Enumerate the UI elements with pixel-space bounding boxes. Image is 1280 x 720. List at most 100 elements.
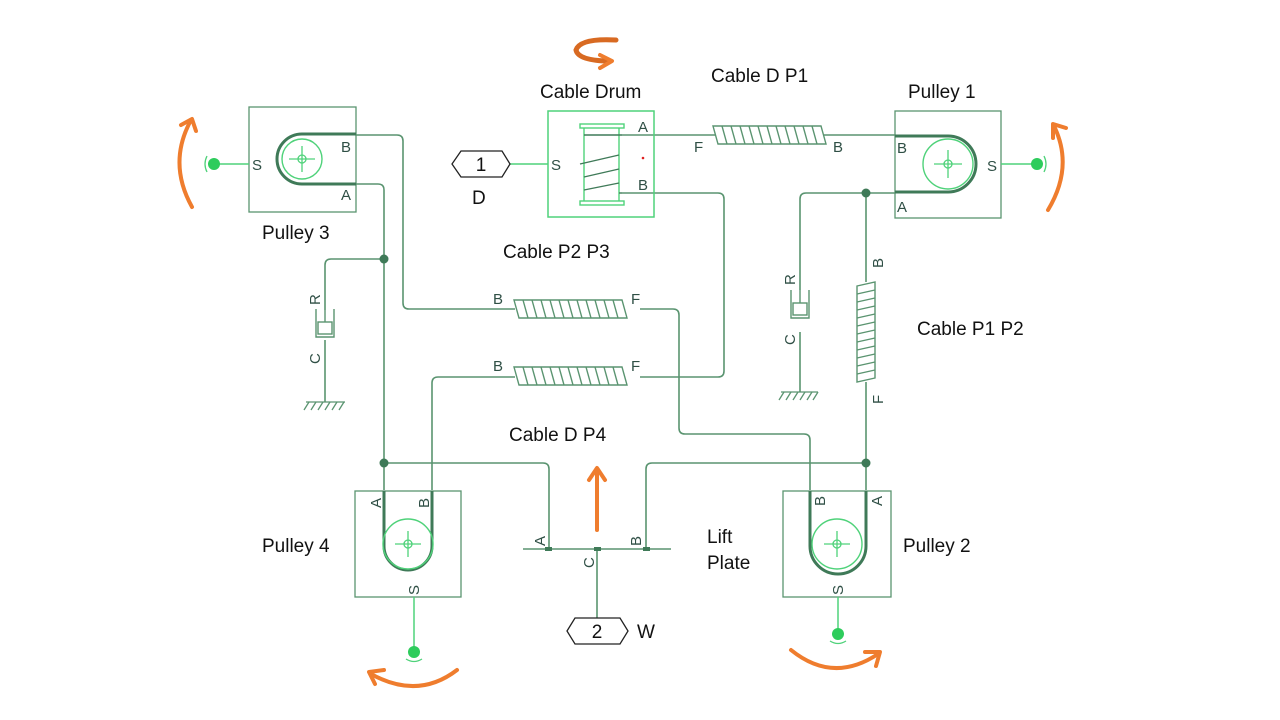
junction-dot xyxy=(861,188,871,198)
drum-winding-icon xyxy=(579,134,622,194)
rotation-hint-icon xyxy=(829,640,847,645)
port-label-s: S xyxy=(551,157,561,174)
port-label-b: B xyxy=(638,177,648,194)
port-hexagon[interactable] xyxy=(566,617,629,645)
pulley3-frame[interactable] xyxy=(248,106,357,213)
pulley4-label: Pulley 4 xyxy=(262,536,330,557)
wire-pulley2-a-to-lift-plate-b xyxy=(645,462,866,549)
junction-dot xyxy=(861,458,871,468)
junction-dot xyxy=(379,458,389,468)
pulley2-label: Pulley 2 xyxy=(903,536,971,557)
cable-p1-p2-block[interactable]: Cable P1 P2 B F xyxy=(856,258,1024,404)
rotation-hint-icon xyxy=(1043,155,1047,173)
junctions xyxy=(379,188,871,468)
lift-plate-label-line2: Plate xyxy=(707,553,750,574)
cable-p1-p2-label: Cable P1 P2 xyxy=(917,319,1024,340)
cable-d-p4-block[interactable]: Cable D P4 B F xyxy=(493,358,640,446)
port-label-b: B xyxy=(493,291,503,308)
port-label-a: A xyxy=(638,119,648,136)
crosshair-icon xyxy=(289,146,315,172)
port-marker xyxy=(545,547,552,551)
port-label-f: F xyxy=(631,291,640,308)
port-label-b: B xyxy=(416,498,433,508)
crosshair-icon xyxy=(395,531,421,557)
drum-center-marker xyxy=(641,156,645,160)
port-label-f: F xyxy=(631,358,640,375)
pulley2-frame[interactable] xyxy=(782,490,892,598)
rotational-reference-icon xyxy=(208,158,220,170)
port-marker xyxy=(643,547,650,551)
cable-spring-icon xyxy=(513,299,628,319)
input-port-d[interactable]: 1 D xyxy=(451,150,511,209)
pulley3-block[interactable]: Pulley 3 S B A xyxy=(204,106,357,244)
ground-icon xyxy=(778,391,819,401)
port-label-s: S xyxy=(987,158,997,175)
pulley1-block[interactable]: Pulley 1 B A S xyxy=(894,82,1047,219)
cable-drum-frame[interactable] xyxy=(547,110,655,218)
port-label-b: B xyxy=(628,536,645,546)
pulley3-rotation-arrow-icon xyxy=(177,117,198,209)
wire-pulley3-a-to-pulley4-a xyxy=(356,183,385,490)
damper-left-block[interactable]: R C xyxy=(303,294,345,411)
port-marker xyxy=(594,547,601,551)
pulley4-frame[interactable] xyxy=(354,490,462,598)
port-label-s: S xyxy=(252,157,262,174)
pulley2-block[interactable]: Pulley 2 B A S xyxy=(782,490,971,645)
port-label-b: B xyxy=(812,496,829,506)
port-label-b: B xyxy=(493,358,503,375)
port-label-a: A xyxy=(368,498,385,508)
damper-right-block[interactable]: R C xyxy=(778,274,819,401)
port-name: W xyxy=(637,622,655,643)
pulley1-label: Pulley 1 xyxy=(908,82,976,103)
wire-drum-b-to-cable-d-p4 xyxy=(622,192,725,378)
wire-pulley4-a-to-lift-plate-a xyxy=(384,462,550,549)
wire-pulley1-a-junction xyxy=(799,192,895,290)
cable-p2-p3-block[interactable]: Cable P2 P3 B F xyxy=(493,242,640,319)
connection-lines xyxy=(324,134,895,618)
cable-d-p1-label: Cable D P1 xyxy=(711,66,808,87)
port-label-c: C xyxy=(307,353,324,364)
rotational-reference-icon xyxy=(832,628,844,640)
cable-spring-icon xyxy=(712,125,827,145)
port-label-a: A xyxy=(341,187,351,204)
port-label-c: C xyxy=(581,557,598,568)
lift-plate-block[interactable]: A B C Lift Plate xyxy=(523,527,750,574)
port-label-c: C xyxy=(782,334,799,345)
port-label-b: B xyxy=(897,140,907,157)
wire-pulley3-b-to-cable-p2p3-b xyxy=(356,134,515,310)
port-label-b: B xyxy=(870,258,887,268)
wire-cable-d-p4-b-to-pulley4-b xyxy=(431,376,515,490)
port-number: 1 xyxy=(476,155,487,176)
port-label-s: S xyxy=(406,585,423,595)
damper-icon xyxy=(315,309,335,338)
port-label-b: B xyxy=(833,139,843,156)
rotational-reference-icon xyxy=(1031,158,1043,170)
rotational-reference-icon xyxy=(408,646,420,658)
pulley2-rotation-arrow-icon xyxy=(789,648,882,671)
pulley1-belt xyxy=(895,134,978,194)
pulley2-wheel xyxy=(811,518,863,570)
ground-icon xyxy=(303,401,345,411)
pulley3-label: Pulley 3 xyxy=(262,223,330,244)
port-label-r: R xyxy=(782,274,799,285)
port-label-s: S xyxy=(830,585,847,595)
damper-icon xyxy=(790,290,810,319)
cable-p2-p3-label: Cable P2 P3 xyxy=(503,242,610,263)
drum-flange-top xyxy=(579,123,625,129)
output-port-w[interactable]: 2 W xyxy=(566,617,655,645)
cable-d-p4-label: Cable D P4 xyxy=(509,425,607,446)
drum-flange-bottom xyxy=(579,200,625,206)
cable-d-p1-block[interactable]: Cable D P1 F B xyxy=(694,66,843,156)
port-label-a: A xyxy=(897,199,907,216)
cable-spring-icon xyxy=(856,281,876,383)
pulley4-wheel xyxy=(382,518,434,570)
pulley4-block[interactable]: Pulley 4 A B S xyxy=(262,490,462,663)
port-label-a: A xyxy=(532,536,549,546)
rotation-hint-icon xyxy=(204,155,208,173)
cable-drum-block[interactable]: Cable Drum S A B xyxy=(540,82,655,218)
port-hexagon[interactable] xyxy=(451,150,511,178)
pulley3-wheel xyxy=(281,138,323,180)
cable-drum-label: Cable Drum xyxy=(540,82,641,103)
lift-direction-arrow-icon xyxy=(587,466,607,532)
